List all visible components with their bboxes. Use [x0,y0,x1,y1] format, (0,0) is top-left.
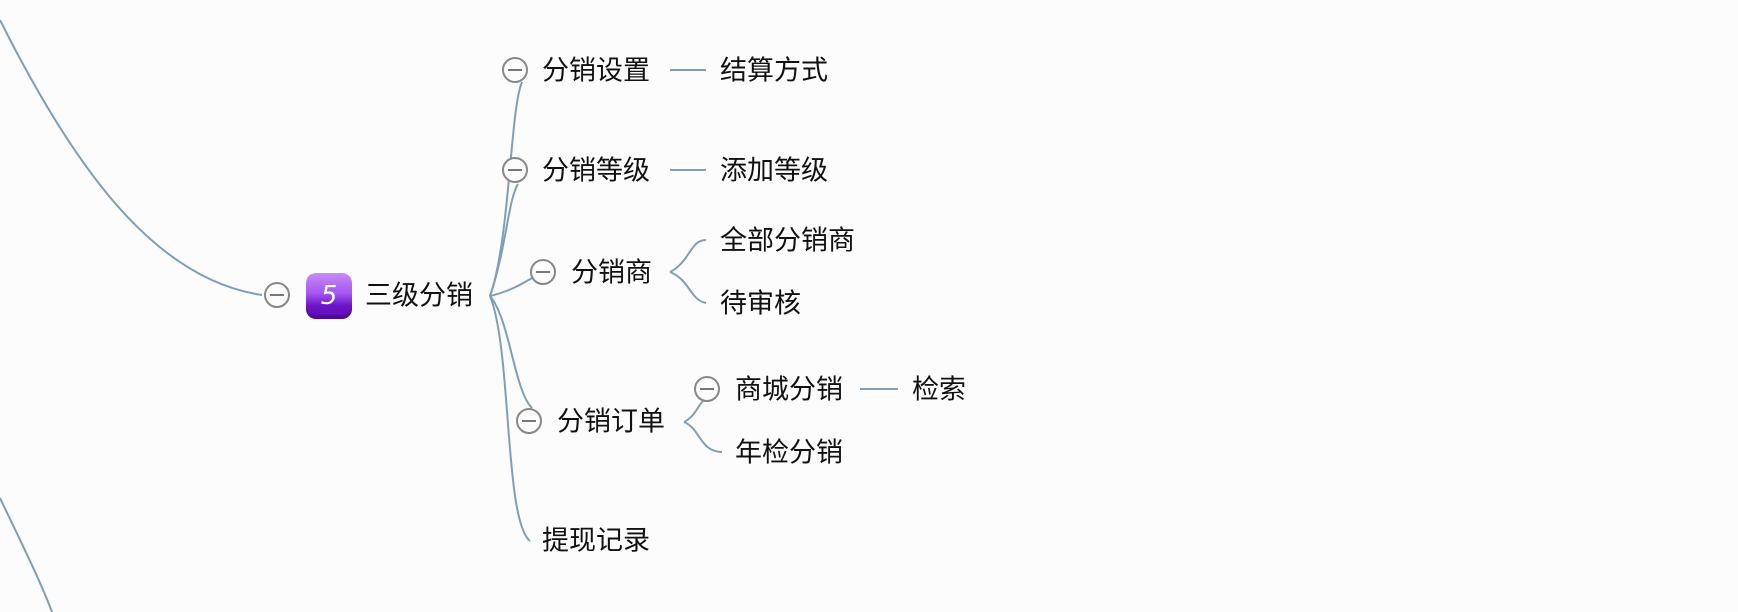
leaf-node-4-2[interactable]: 年检分销 [735,437,843,469]
leaf-node-1-1[interactable]: 结算方式 [720,55,828,87]
subbranch-collapse-toggle[interactable] [694,376,720,402]
root-node[interactable]: 三级分销 [365,280,473,312]
leaf-node-2-1[interactable]: 添加等级 [720,155,828,187]
leaf-node-3-1[interactable]: 全部分销商 [720,225,855,257]
branch-1-collapse-toggle[interactable] [502,57,528,83]
priority-number: 5 [320,281,338,311]
branch-node-2[interactable]: 分销等级 [542,155,650,187]
root-collapse-toggle[interactable] [264,282,290,308]
branch-node-4[interactable]: 分销订单 [557,406,665,438]
link-root-branch-3 [489,277,533,297]
link-branch-3-child-1 [669,239,707,273]
leaf-node-4-1-1[interactable]: 检索 [912,374,966,406]
link-parent-offscreen [0,497,53,612]
branch-node-5[interactable]: 提现记录 [542,525,650,557]
branch-2-collapse-toggle[interactable] [502,157,528,183]
subbranch-node-4-1[interactable]: 商城分销 [735,374,843,406]
branch-3-collapse-toggle[interactable] [530,259,556,285]
link-root-branch-5 [489,295,531,542]
link-root-branch-1 [489,81,523,297]
link-root-branch-2 [489,183,519,297]
branch-node-1[interactable]: 分销设置 [542,55,650,87]
link-root-branch-4 [489,295,533,409]
link-parent-root [0,19,263,296]
priority-badge: 5 [306,273,352,319]
branch-4-collapse-toggle[interactable] [516,408,542,434]
link-branch-4-child-2 [683,421,723,453]
branch-node-3[interactable]: 分销商 [571,257,652,289]
leaf-node-3-2[interactable]: 待审核 [720,288,801,320]
link-branch-3-child-2 [669,271,707,304]
link-branch-4-child-1 [683,397,707,423]
